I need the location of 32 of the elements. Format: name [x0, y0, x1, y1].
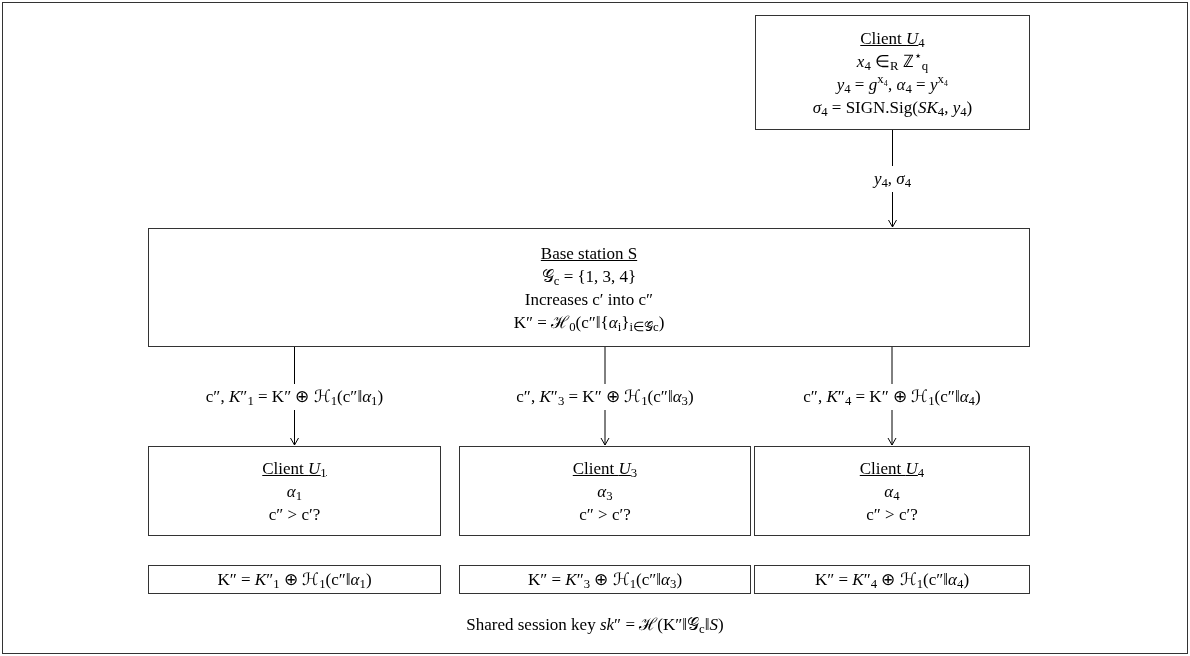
key-box: [459, 565, 751, 594]
party-box: [755, 15, 1030, 130]
party-heading: Client U$_{1}$: [262, 457, 327, 480]
party-box: [459, 446, 751, 536]
party-heading: Client U$_{3}$: [572, 457, 638, 480]
edge-label: c″, K″$_{1}$ = K″ ⊕ ℋ$_{1}$(c″‖α$_{1}$): [203, 383, 386, 410]
party-heading: Client U$_{4}$: [860, 27, 925, 50]
formula: c″ > c′?: [866, 503, 918, 526]
key-box: [148, 565, 441, 594]
formula: Increases c′ into c″: [524, 288, 654, 311]
formula: K″ = K″$_{1}$ ⊕ ℋ$_{1}$(c″‖α$_{1}$): [217, 569, 372, 591]
party-box: [148, 228, 1030, 347]
edge-label: y$_{4}$, σ$_{4}$: [871, 166, 914, 192]
formula: 𝒢$_{c}$ = {1, 3, 4}: [541, 265, 637, 288]
formula: K″ = K″$_{3}$ ⊕ ℋ$_{1}$(c″‖α$_{3}$): [527, 569, 683, 591]
formula: y$_{4}$ = g$^{x₄}$, α$_{4}$ = y$^{x₄}$: [836, 72, 949, 96]
formula: c″ > c′?: [268, 503, 321, 526]
formula: K″ = ℋ$_{0}$(c″‖{α$_{i}$}$_{i∈𝒢c}$): [513, 311, 665, 334]
formula: α$_{3}$: [597, 480, 613, 503]
caption-note: Shared session key sk″ = ℋ(K″‖𝒢$_{c}$‖S): [466, 614, 724, 638]
key-box: [754, 565, 1030, 594]
formula: α$_{1}$: [286, 480, 303, 503]
edge-label: c″, K″$_{3}$ = K″ ⊕ ℋ$_{1}$(c″‖α$_{3}$): [514, 383, 696, 410]
formula: K″ = K″$_{4}$ ⊕ ℋ$_{1}$(c″‖α$_{4}$): [814, 569, 970, 591]
formula: c″ > c′?: [579, 503, 631, 526]
formula: α$_{4}$: [884, 480, 900, 503]
edge-label: c″, K″$_{4}$ = K″ ⊕ ℋ$_{1}$(c″‖α$_{4}$): [801, 383, 983, 410]
party-heading: Base station S: [540, 242, 638, 265]
party-box: [754, 446, 1030, 536]
formula: σ$_{4}$ = SIGN.Sig(SK$_{4}$, y$_{4}$): [812, 96, 973, 119]
party-heading: Client U$_{4}$: [859, 457, 925, 480]
party-box: [148, 446, 441, 536]
